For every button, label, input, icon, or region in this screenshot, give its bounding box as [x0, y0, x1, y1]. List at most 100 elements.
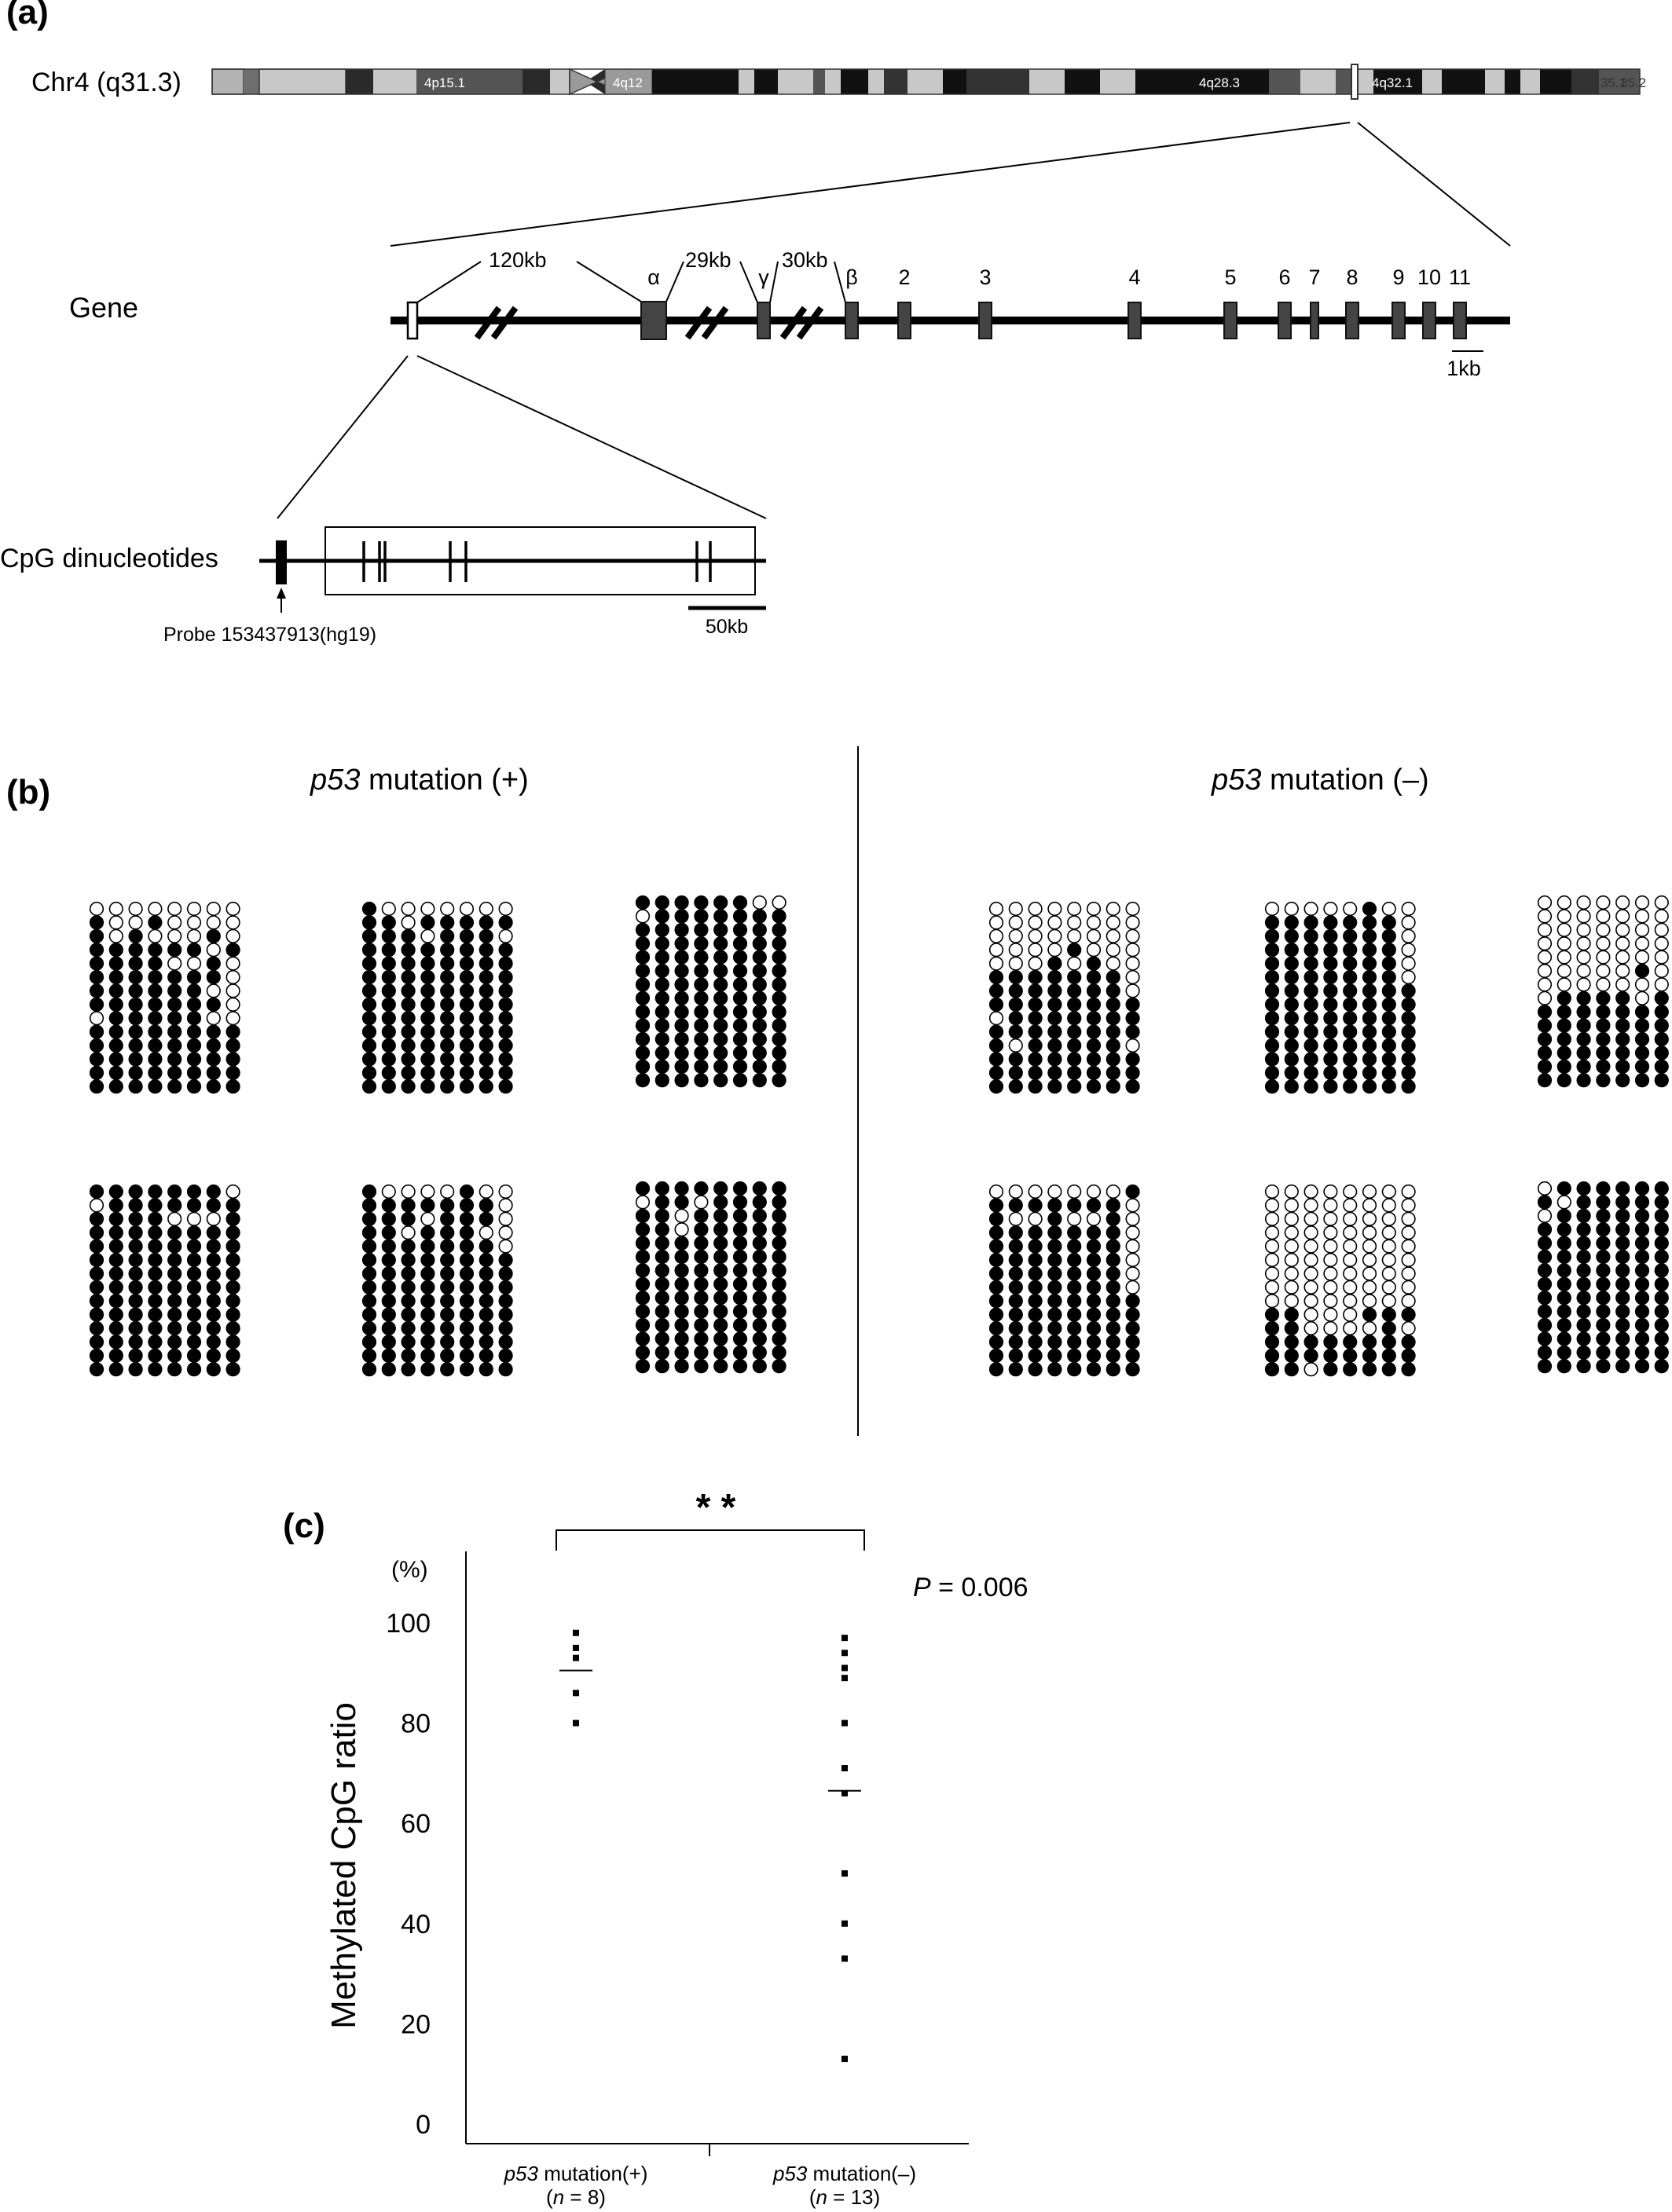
- methylated-cpg: [752, 1317, 767, 1333]
- methylated-cpg: [713, 1276, 728, 1291]
- methylated-cpg: [732, 963, 748, 979]
- methylated-cpg: [1537, 1031, 1553, 1047]
- methylated-cpg: [1304, 1079, 1318, 1094]
- methylated-cpg: [498, 983, 513, 998]
- unmethylated-cpg: [128, 915, 143, 930]
- methylated-cpg: [420, 1348, 435, 1363]
- methylated-cpg: [694, 1291, 709, 1306]
- methylated-cpg: [1067, 1079, 1082, 1094]
- methylated-cpg: [1615, 1304, 1630, 1319]
- unmethylated-cpg: [1615, 922, 1630, 937]
- methylated-cpg: [440, 969, 455, 985]
- methylated-cpg: [772, 1031, 786, 1047]
- unmethylated-cpg: [186, 956, 202, 971]
- methylated-cpg: [674, 1236, 689, 1251]
- methylated-cpg: [498, 1038, 513, 1053]
- methylated-cpg: [89, 1052, 104, 1067]
- methylated-cpg: [420, 1225, 435, 1240]
- methylated-cpg: [128, 969, 143, 985]
- methylated-cpg: [89, 1280, 104, 1295]
- methylated-cpg: [420, 1065, 435, 1080]
- exon-label: 5: [1224, 266, 1236, 289]
- unmethylated-cpg: [1596, 950, 1611, 965]
- unmethylated-cpg: [226, 928, 240, 943]
- methylated-cpg: [1264, 915, 1280, 930]
- methylated-cpg: [1284, 1065, 1299, 1080]
- methylated-cpg: [478, 1011, 493, 1026]
- methylated-cpg: [1323, 1038, 1338, 1053]
- methylated-cpg: [1086, 1266, 1102, 1281]
- band-label: 4q12: [613, 75, 643, 90]
- methylated-cpg: [1381, 956, 1396, 971]
- methylated-cpg: [1047, 1024, 1062, 1039]
- unmethylated-cpg: [1615, 950, 1630, 965]
- unmethylated-cpg: [1343, 1198, 1358, 1213]
- unmethylated-cpg: [1654, 950, 1669, 965]
- unmethylated-cpg: [1008, 1211, 1023, 1226]
- methylated-cpg: [1362, 956, 1377, 971]
- methylated-cpg: [1106, 1024, 1120, 1039]
- methylated-cpg: [674, 1249, 689, 1265]
- y-tick-label: 80: [401, 1709, 431, 1739]
- methylated-cpg: [478, 1307, 493, 1322]
- methylated-cpg: [128, 1320, 143, 1336]
- group-title: p53 mutation (–): [1211, 764, 1429, 797]
- methylated-cpg: [1381, 915, 1396, 930]
- unmethylated-cpg: [226, 997, 240, 1012]
- unmethylated-cpg: [1264, 1266, 1280, 1281]
- methylated-cpg: [381, 997, 396, 1012]
- methylated-cpg: [1537, 1195, 1553, 1210]
- unmethylated-cpg: [1125, 943, 1140, 958]
- methylated-cpg: [772, 1005, 786, 1020]
- methylated-cpg: [1106, 1294, 1120, 1309]
- methylated-cpg: [1401, 1065, 1416, 1080]
- unmethylated-cpg: [1362, 1320, 1377, 1336]
- methylated-cpg: [381, 1225, 396, 1240]
- methylated-cpg: [1634, 963, 1650, 979]
- methylated-cpg: [1401, 1307, 1416, 1322]
- unmethylated-cpg: [1556, 963, 1571, 979]
- methylated-cpg: [732, 1181, 748, 1196]
- unmethylated-cpg: [1362, 1184, 1377, 1199]
- methylated-cpg: [1576, 1249, 1591, 1265]
- unmethylated-cpg: [1343, 1225, 1358, 1240]
- methylated-cpg: [1343, 915, 1358, 930]
- methylated-cpg: [1576, 1208, 1591, 1223]
- methylated-cpg: [401, 1038, 416, 1053]
- methylated-cpg: [1028, 1362, 1043, 1377]
- unmethylated-cpg: [1343, 1211, 1358, 1226]
- methylated-cpg: [381, 1239, 396, 1254]
- unmethylated-cpg: [226, 1184, 240, 1199]
- methylated-cpg: [1556, 1005, 1571, 1020]
- methylated-cpg: [772, 1181, 786, 1196]
- unmethylated-cpg: [1304, 1320, 1318, 1336]
- methylated-cpg: [713, 1208, 728, 1223]
- methylated-cpg: [713, 950, 728, 965]
- methylated-cpg: [128, 1184, 143, 1199]
- methylated-cpg: [128, 1307, 143, 1322]
- methylated-cpg: [1362, 997, 1377, 1012]
- methylated-cpg: [1284, 997, 1299, 1012]
- unmethylated-cpg: [1008, 943, 1023, 958]
- methylated-cpg: [1556, 1331, 1571, 1346]
- methylated-cpg: [128, 1335, 143, 1350]
- unmethylated-cpg: [1615, 977, 1630, 992]
- methylated-cpg: [1028, 1252, 1043, 1268]
- methylated-cpg: [694, 1236, 709, 1251]
- methylated-cpg: [1047, 1065, 1062, 1080]
- methylated-cpg: [108, 1211, 123, 1226]
- methylated-cpg: [498, 1307, 513, 1322]
- unmethylated-cpg: [108, 901, 123, 917]
- methylated-cpg: [732, 1345, 748, 1360]
- methylated-cpg: [1008, 1239, 1023, 1254]
- unmethylated-cpg: [674, 1208, 689, 1223]
- methylated-cpg: [635, 1073, 651, 1088]
- methylated-cpg: [1067, 997, 1082, 1012]
- methylated-cpg: [732, 977, 748, 992]
- unmethylated-cpg: [226, 956, 240, 971]
- methylated-cpg: [361, 1065, 377, 1080]
- unmethylated-cpg: [167, 901, 182, 917]
- unmethylated-cpg: [1125, 1211, 1140, 1226]
- methylated-cpg: [1537, 1317, 1553, 1333]
